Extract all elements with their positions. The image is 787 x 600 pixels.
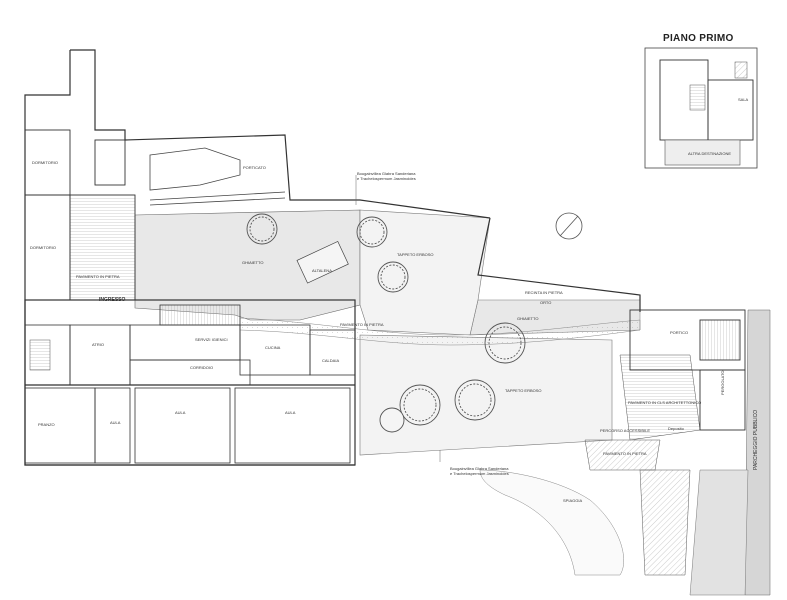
label-spiaggia: SPIAGGIA xyxy=(563,498,583,503)
room-label-servizi: SERVIZI IGIENICI xyxy=(195,337,228,342)
stone-path xyxy=(239,317,641,346)
room-label-aula-3: AULA xyxy=(285,410,296,415)
label-percorso-accessibile: PERCORSO ACCESSIBILE xyxy=(600,428,651,433)
interior-rooms xyxy=(24,304,356,464)
label-ghiaietto-2: GHIAIETTO xyxy=(517,316,539,321)
room-label-dormitorio-1: DORMITORIO xyxy=(32,160,58,165)
leader-lines xyxy=(355,175,441,462)
label-bougainvillea-1: Bougainvillea Glabra Sanderiana xyxy=(357,171,416,176)
keyplan-sala: SALA xyxy=(738,97,749,102)
label-portico: PORTICO xyxy=(670,330,689,335)
label-recinzione: RECINTA IN PIETRA xyxy=(525,290,563,295)
parking-strip xyxy=(689,309,771,596)
room-label-dormitorio-2: DORMITORIO xyxy=(30,245,56,250)
plan-title: PIANO PRIMO xyxy=(663,33,734,44)
room-label-caldaia: CALDAIA xyxy=(322,358,340,363)
trees xyxy=(246,213,526,433)
label-pavimento-pietra-2: PAVIMENTO IN PIETRA xyxy=(340,322,384,327)
label-tappeto-erboso-1: TAPPETO ERBOSO xyxy=(397,252,434,257)
label-bougainvillea-1b: e Trachelospermum Jasminoides xyxy=(357,176,416,181)
stairs xyxy=(29,339,701,576)
room-label-pranzo: PRANZO xyxy=(38,422,55,427)
dormitory-block xyxy=(24,129,136,301)
label-orto: ORTO xyxy=(540,300,552,305)
label-pavimento-pietra-1: PAVIMENTO IN PIETRA xyxy=(76,274,120,279)
room-label-aula-2: AULA xyxy=(175,410,186,415)
swing xyxy=(296,240,349,284)
label-bougainvillea-2: Bougainvillea Glabra Sanderiana xyxy=(450,466,509,471)
room-label-corridoio: CORRIDOIO xyxy=(190,365,214,370)
porticato-structure xyxy=(149,147,286,206)
north-compass xyxy=(555,212,583,240)
label-pergolato: PERGOLATO xyxy=(720,370,725,395)
keyplan-altra-destinazione: ALTRA DESTINAZIONE xyxy=(688,151,732,156)
key-plan xyxy=(644,47,758,169)
label-pavimento-architettonico: PAVIMENTO IN CLS ARCHITETTONICO xyxy=(628,400,702,405)
label-porticato: PORTICATO xyxy=(243,165,266,170)
room-label-atrio: ATRIO xyxy=(92,342,104,347)
label-tappeto-erboso-2: TAPPETO ERBOSO xyxy=(505,388,542,393)
label-ghiaietto-1: GHIAIETTO xyxy=(242,260,264,265)
room-label-ingresso: INGRESSO xyxy=(99,297,126,303)
label-altalena: ALTALENA xyxy=(312,268,332,273)
portico-right xyxy=(629,309,746,431)
room-label-aula-1: AULA xyxy=(110,420,121,425)
label-deposito: Deposito xyxy=(668,426,684,431)
beach-outline xyxy=(479,469,624,576)
label-pavimento-pietra-3: PAVIMENTO IN PIETRA xyxy=(603,451,647,456)
room-label-cucina: CUCINA xyxy=(265,345,281,350)
label-bougainvillea-2b: e Trachelospermum Jasminoides xyxy=(450,471,509,476)
label-parcheggio-pubblico: PARCHEGGIO PUBBLICO xyxy=(753,409,759,470)
